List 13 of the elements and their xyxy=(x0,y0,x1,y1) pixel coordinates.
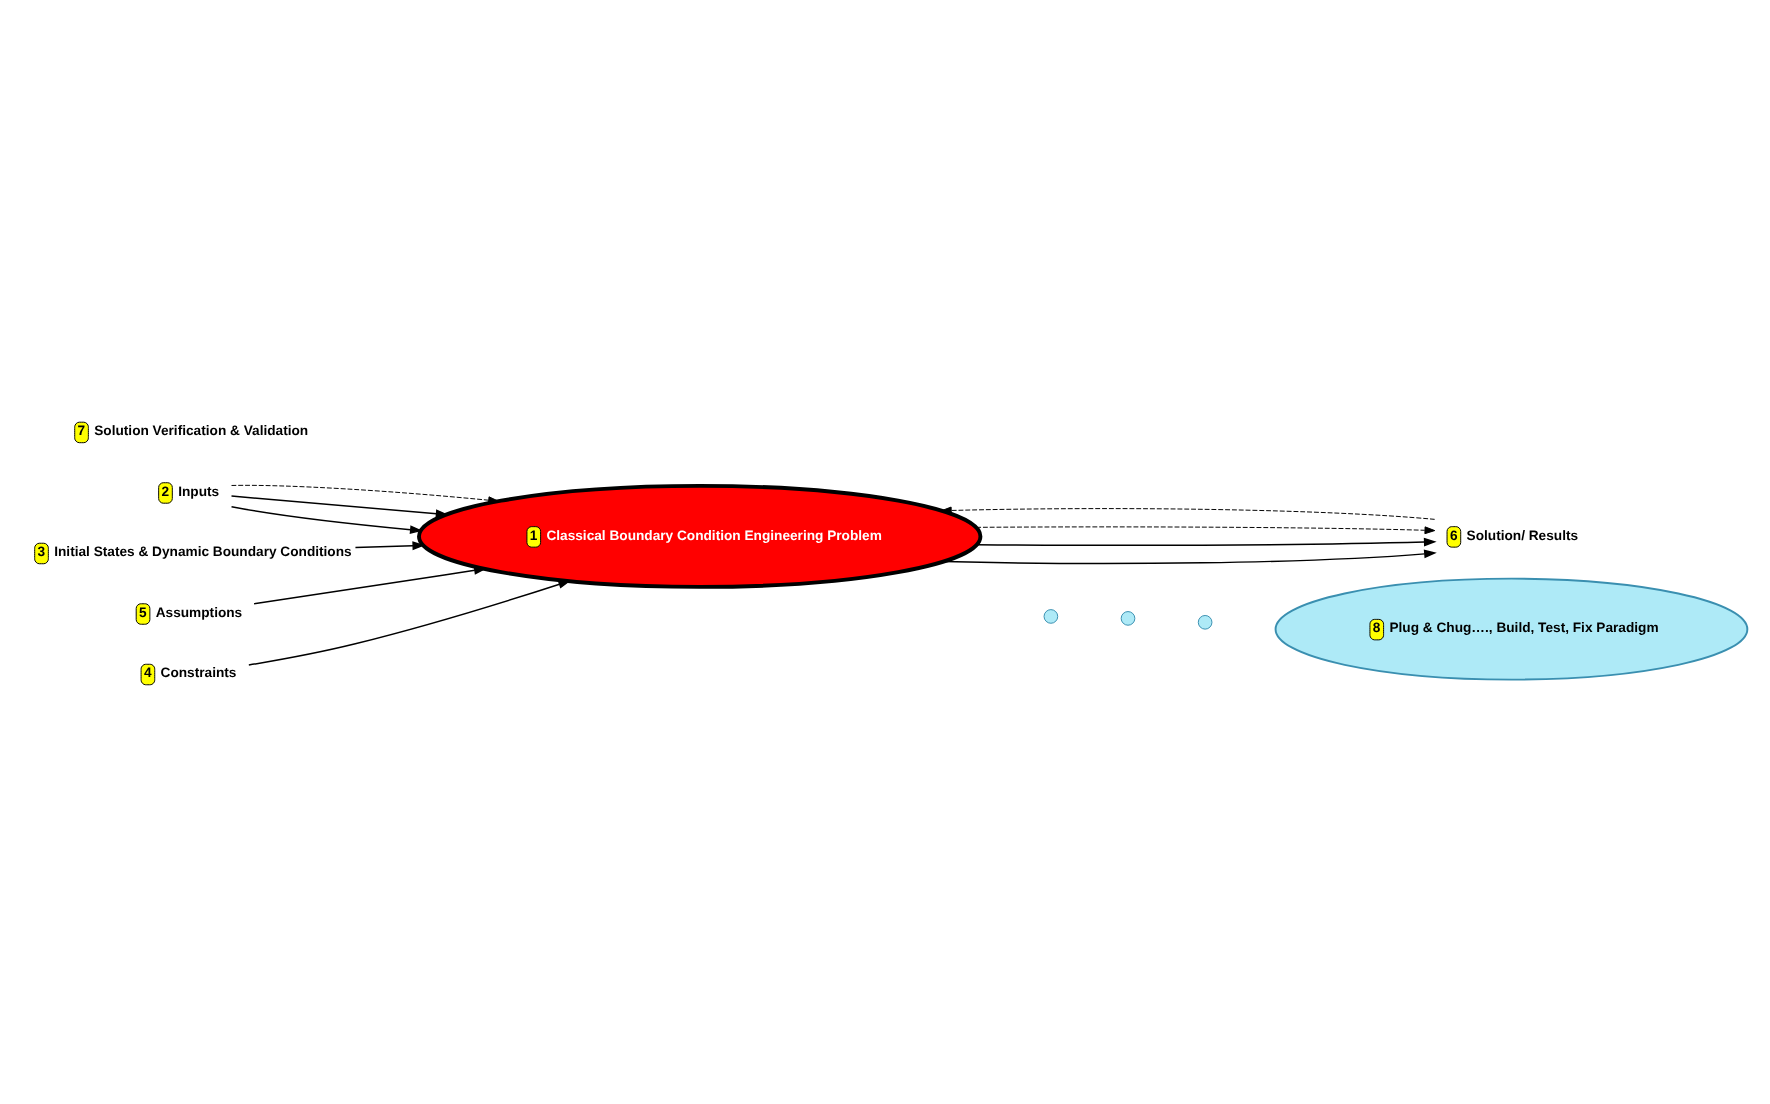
arrow xyxy=(975,525,1436,534)
arrow xyxy=(231,483,499,504)
node-circle xyxy=(1197,614,1213,629)
arrow xyxy=(942,548,1437,564)
arrow xyxy=(230,504,423,534)
arrow xyxy=(354,540,426,550)
arrow xyxy=(940,505,1436,519)
arrow xyxy=(230,494,449,518)
arrow xyxy=(976,536,1437,546)
arrow xyxy=(248,579,572,665)
node-circle xyxy=(1043,608,1059,623)
node-circle xyxy=(1120,610,1136,625)
arrow xyxy=(253,565,487,604)
